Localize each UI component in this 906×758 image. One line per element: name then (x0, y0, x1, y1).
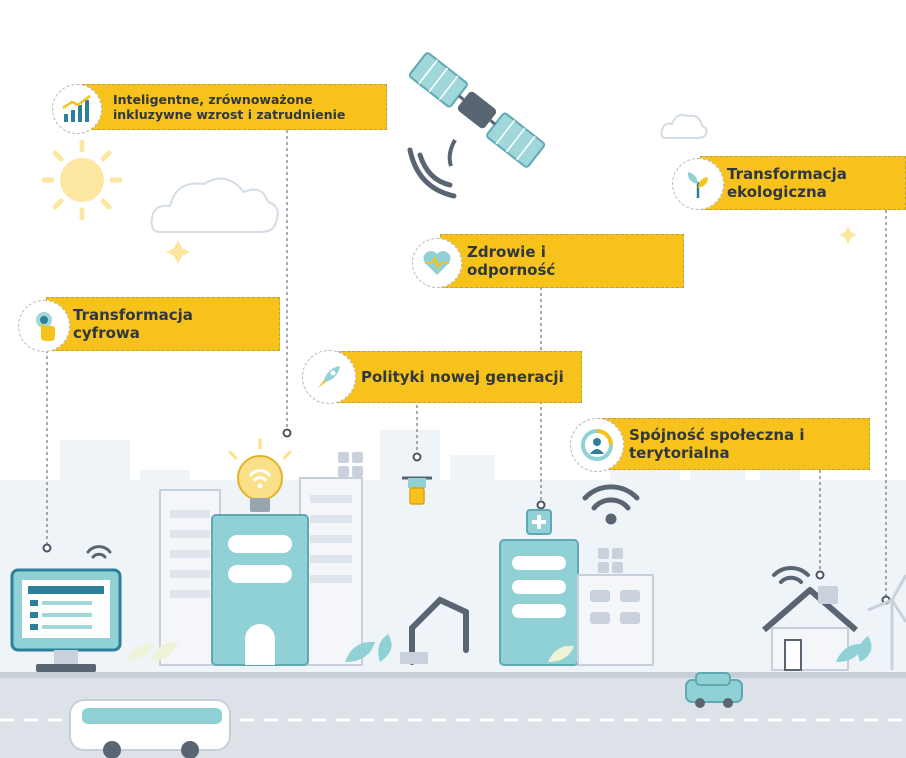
touch-icon (36, 312, 55, 341)
label-green: Transformacja ekologiczna (700, 156, 906, 210)
label-green-text: Transformacja ekologiczna (727, 165, 847, 201)
label-policy-text: Polityki nowej generacji (361, 368, 564, 386)
cloud-icon (660, 114, 708, 139)
rocket-icon (318, 366, 340, 388)
drone-icon (402, 476, 432, 505)
monitor-icon (10, 568, 122, 672)
robot-arm-icon (400, 596, 469, 665)
label-cohesion-text: Spójność społeczna i terytorialna (629, 426, 805, 462)
label-digital-text: Transformacja cyfrowa (73, 306, 193, 342)
sprout-icon (687, 172, 708, 198)
lightbulb-icon (228, 438, 292, 512)
label-health-text: Zdrowie i odporność (467, 243, 556, 279)
badge-health (412, 238, 462, 288)
badge-digital (18, 300, 70, 352)
house-icon (762, 586, 858, 671)
leaf-icon (345, 634, 872, 662)
label-growth: Inteligentne, zrównoważone inkluzywne wz… (82, 84, 387, 130)
label-digital: Transformacja cyfrowa (46, 297, 280, 351)
wifi-icon (772, 565, 810, 584)
people-icon (581, 429, 613, 461)
connector-dots (42, 428, 891, 605)
window-icon (338, 452, 363, 477)
label-policy: Polityki nowej generacji (332, 351, 582, 403)
label-health: Zdrowie i odporność (440, 234, 684, 288)
sparkle-icon (166, 226, 857, 264)
wind-turbine-icon (867, 574, 906, 670)
sun-icon (41, 139, 123, 221)
wifi-icon (86, 545, 112, 559)
cloud-icon (150, 177, 279, 233)
badge-policy (302, 350, 356, 404)
label-cohesion: Spójność społeczna i terytorialna (598, 418, 870, 470)
bar-chart-icon (62, 95, 91, 122)
wifi-icon (582, 484, 640, 525)
badge-green (672, 158, 724, 210)
car-icon (685, 672, 743, 708)
badge-growth (52, 84, 102, 134)
bus-icon (69, 699, 231, 758)
label-growth-text: Inteligentne, zrównoważone inkluzywne wz… (113, 92, 346, 122)
leaf-icon (128, 642, 574, 662)
heart-icon (423, 251, 451, 275)
satellite-icon (407, 52, 546, 199)
badge-cohesion (570, 418, 624, 472)
hospital-building (499, 509, 654, 666)
office-building (159, 477, 363, 666)
